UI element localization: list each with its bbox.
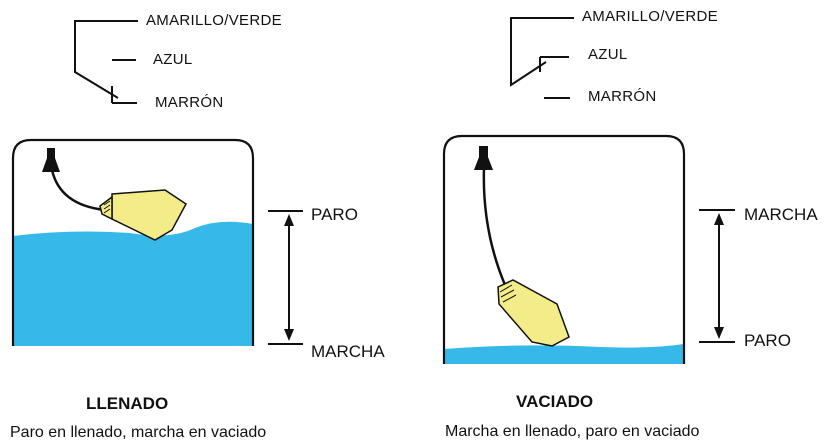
right-water <box>444 344 684 364</box>
left-label-azul: AZUL <box>153 51 193 68</box>
left-level-indicator <box>268 210 303 345</box>
right-label-azul: AZUL <box>588 46 628 63</box>
right-level-top-label: MARCHA <box>744 205 818 224</box>
left-float <box>99 189 187 241</box>
left-water <box>13 221 253 346</box>
left-tank <box>11 138 255 346</box>
left-level-top-label: PARO <box>311 205 358 224</box>
right-level-bottom-label: PARO <box>744 331 791 350</box>
right-label-marron: MARRÓN <box>588 88 657 105</box>
right-float <box>497 279 570 347</box>
right-level-indicator <box>699 209 735 343</box>
right-tank <box>442 134 686 364</box>
left-level-bottom-label: MARCHA <box>311 342 385 361</box>
right-tank-wall <box>442 134 686 364</box>
right-caption: Marcha en llenado, paro en vaciado <box>445 423 700 440</box>
left-label-amarillo-verde: AMARILLO/VERDE <box>146 12 282 29</box>
left-tank-wall <box>11 138 255 346</box>
right-cable-gland <box>474 146 493 170</box>
left-caption: Paro en llenado, marcha en vaciado <box>10 424 267 441</box>
left-label-marron: MARRÓN <box>155 94 224 111</box>
right-label-amarillo-verde: AMARILLO/VERDE <box>582 8 718 25</box>
left-switch-schematic <box>74 20 138 104</box>
left-cable-gland <box>42 148 60 172</box>
right-switch-schematic <box>510 17 574 99</box>
right-cable <box>482 167 507 286</box>
left-cable <box>50 169 106 212</box>
right-title: VACIADO <box>516 392 594 411</box>
left-title: LLENADO <box>86 394 169 413</box>
